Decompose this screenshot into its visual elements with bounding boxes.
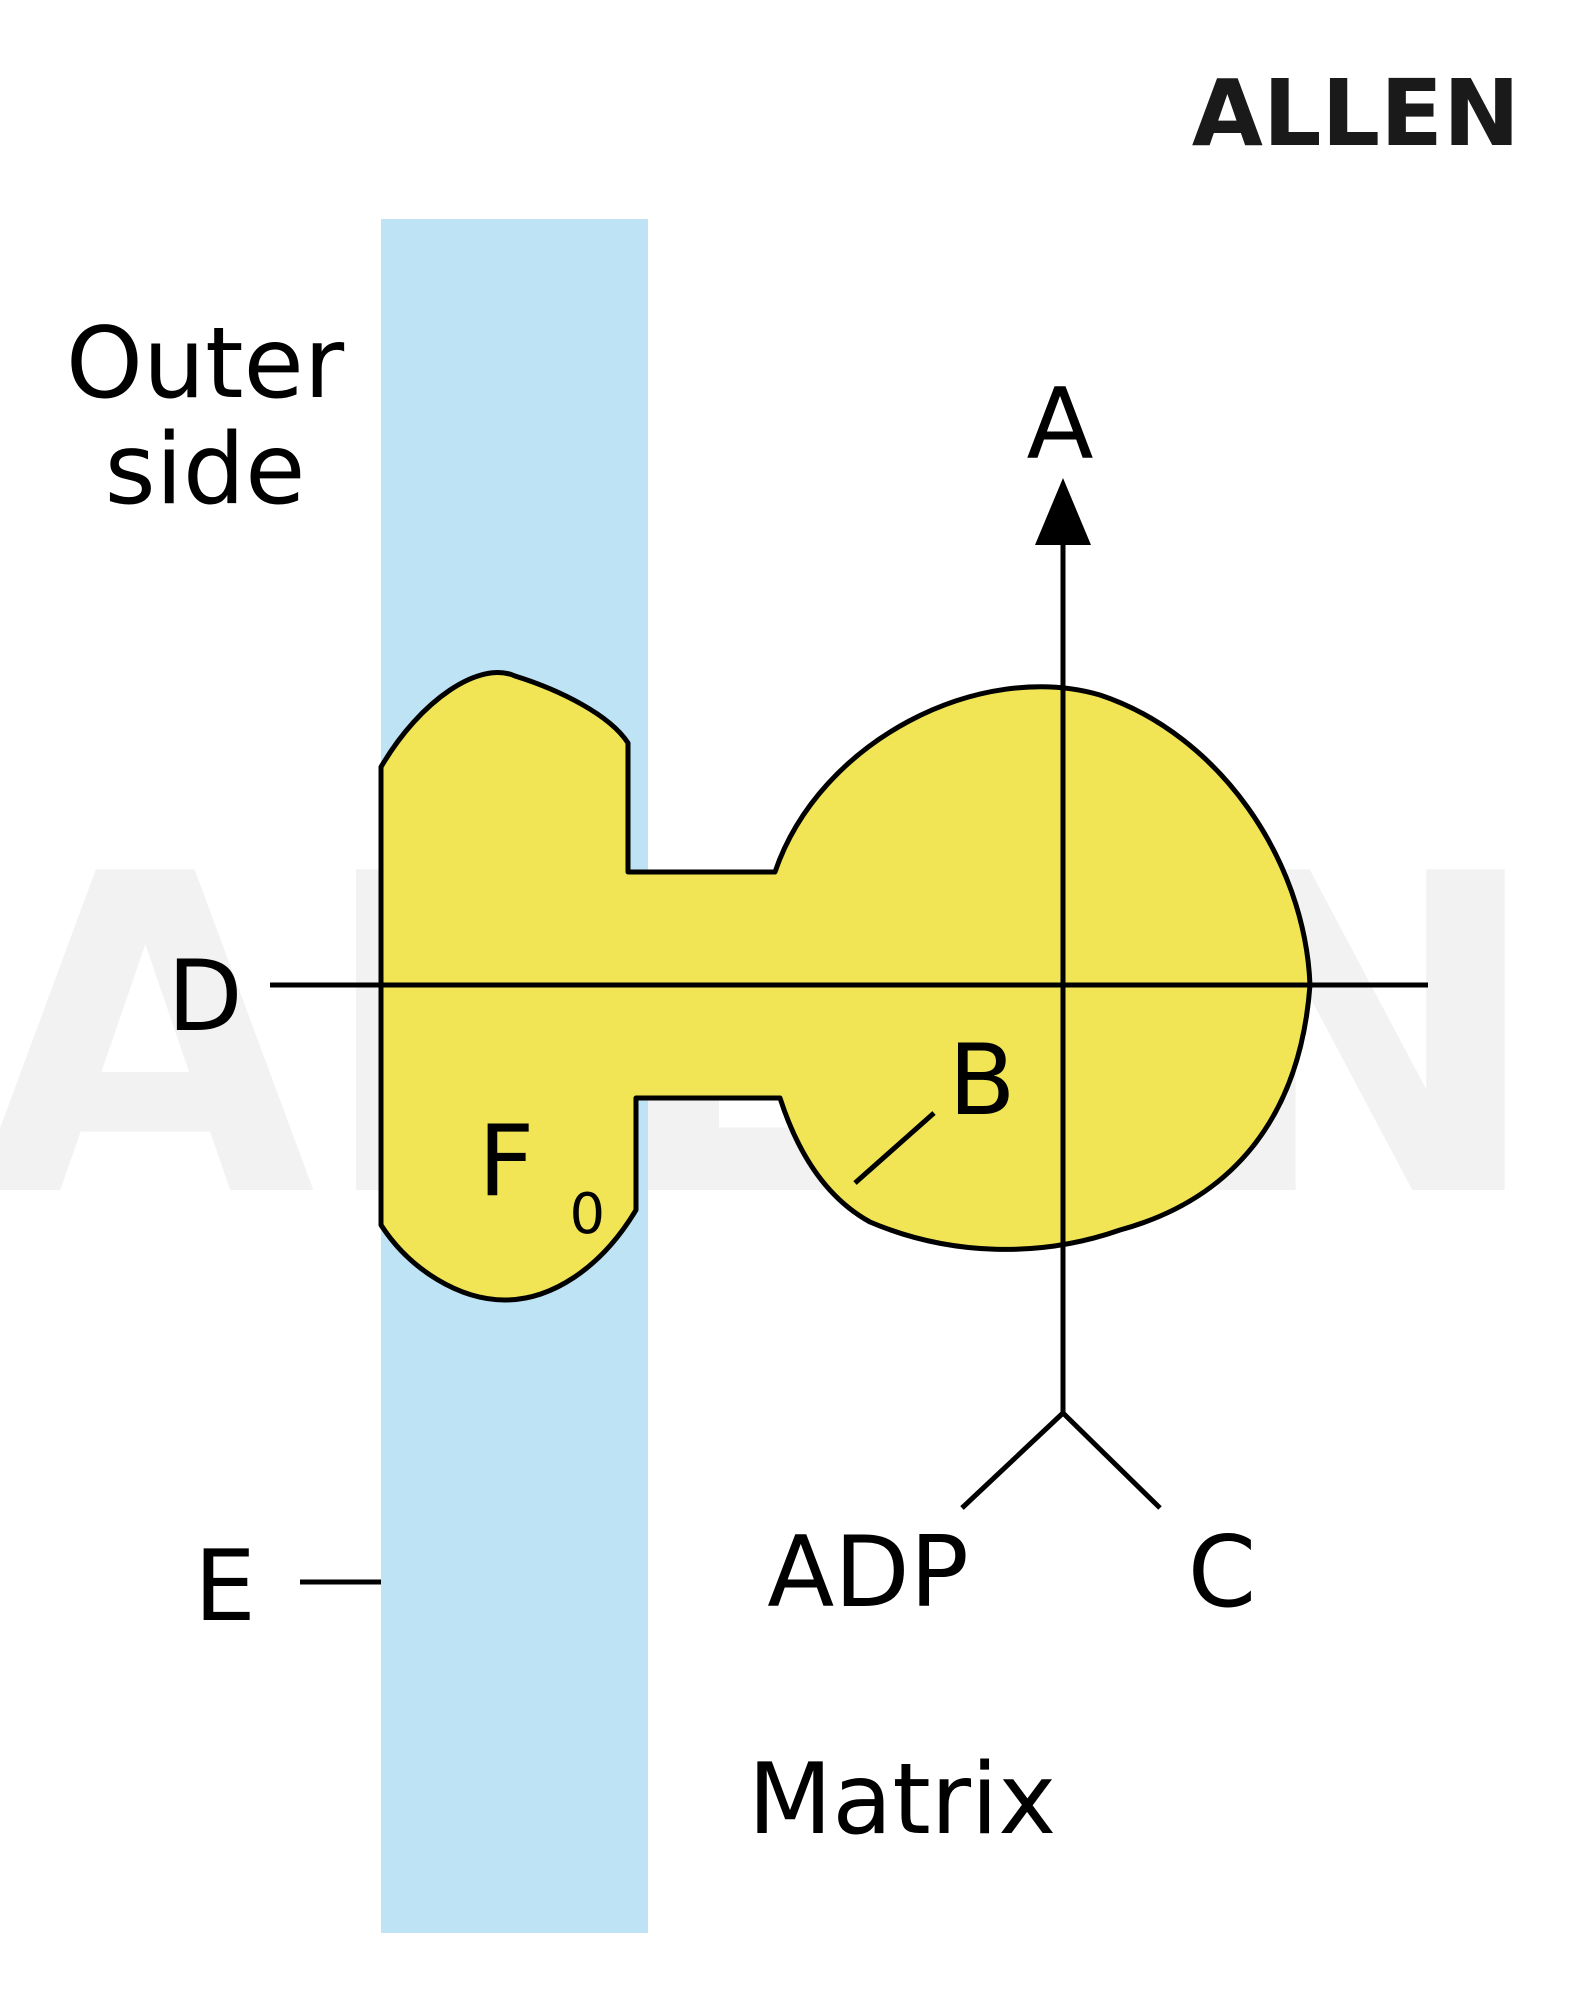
label-adp: ADP <box>767 1516 969 1630</box>
matrix-label: Matrix <box>748 1743 1057 1857</box>
label-f0-subscript: 0 <box>570 1182 606 1247</box>
label-a: A <box>1026 368 1093 482</box>
b-pointer-line <box>853 1111 936 1185</box>
arrow-up-icon <box>1035 478 1091 545</box>
label-f0-main: F <box>478 1105 534 1219</box>
outer-side-label-line2: side <box>105 413 306 527</box>
label-f0: F 0 <box>478 1105 605 1247</box>
c-branch-line <box>1061 1411 1162 1510</box>
adp-branch-line <box>960 1411 1065 1510</box>
allen-logo: ALLEN <box>1192 60 1520 167</box>
label-e: E <box>194 1530 256 1644</box>
label-c: C <box>1188 1516 1256 1630</box>
label-b: B <box>948 1024 1015 1138</box>
label-d: D <box>167 940 242 1054</box>
outer-side-label-line1: Outer <box>66 307 345 421</box>
